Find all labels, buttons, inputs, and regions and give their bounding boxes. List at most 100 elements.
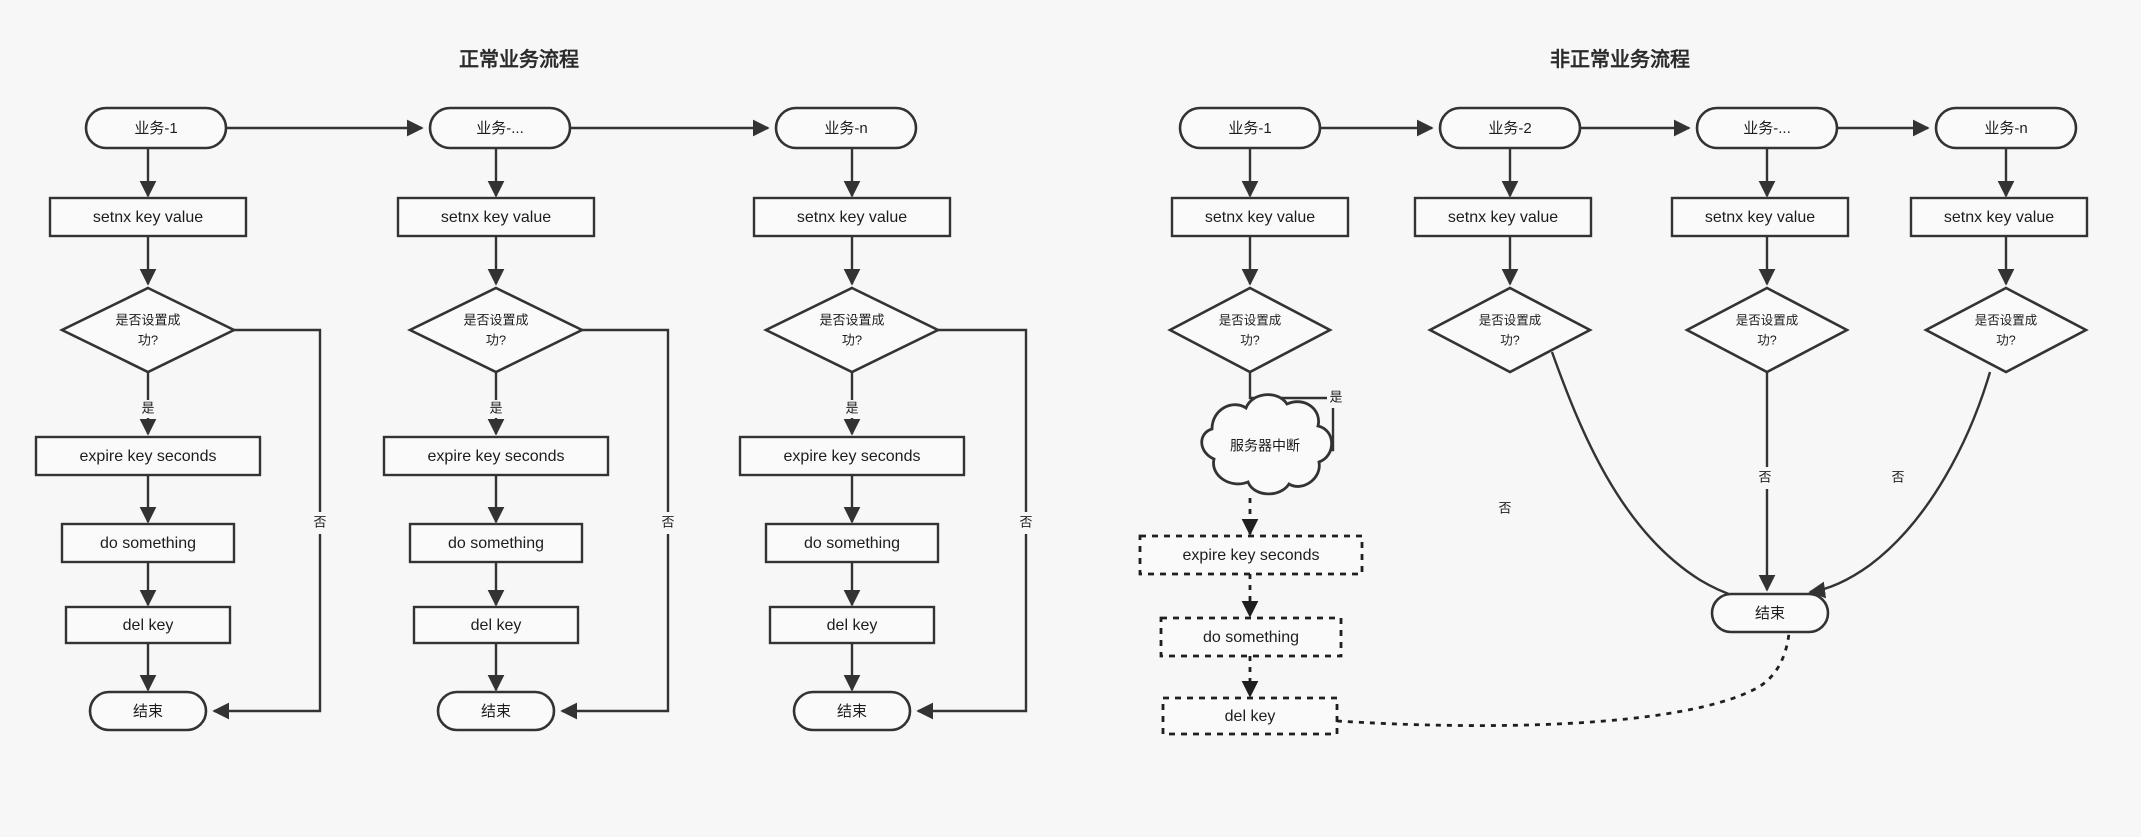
- node-server-down-cloud[interactable]: [1200, 393, 1334, 496]
- node-biz-n-right-label: 业务-n: [1984, 120, 2027, 137]
- edge-label-yes-l1: 是: [141, 400, 154, 415]
- node-decision-l3-label-1: 是否设置成: [819, 312, 884, 327]
- edge-label-no-l1: 否: [313, 514, 326, 529]
- node-delkey-l2[interactable]: [412, 605, 580, 645]
- edge-label-yes-l1-bg: [139, 400, 157, 418]
- node-decision-l3-label-2: 功?: [842, 332, 862, 347]
- node-biz-1-right-label: 业务-1: [1228, 120, 1271, 137]
- node-setnx-l1-label: setnx key value: [93, 209, 203, 226]
- node-decision-l2-label-1: 是否设置成: [463, 312, 528, 327]
- left-column-3: setnx key value 是否设置成 功? 是 expire key se…: [738, 148, 1035, 732]
- node-setnx-r4-label: setnx key value: [1944, 209, 2054, 226]
- node-biz-1-left-label: 业务-1: [134, 120, 177, 137]
- node-setnx-l2-label: setnx key value: [441, 209, 551, 226]
- node-delkey-l3[interactable]: [768, 605, 936, 645]
- right-end-node-group: 结束: [1710, 592, 1830, 634]
- node-end-l3[interactable]: [792, 690, 912, 732]
- node-expire-l1-label: expire key seconds: [80, 448, 217, 465]
- node-dosomething-r1-label: do something: [1203, 629, 1299, 646]
- edge-label-yes-l3: 是: [845, 400, 858, 415]
- edge-label-no-r3: 否: [1758, 469, 1771, 484]
- left-start-row: 业务-1 业务-... 业务-n: [84, 106, 918, 150]
- node-delkey-l3-label: del key: [827, 617, 878, 634]
- edge-label-no-r4-bg: [1889, 467, 1907, 489]
- node-delkey-l2-label: del key: [471, 617, 522, 634]
- edge-label-no-l2-bg: [659, 512, 677, 534]
- node-decision-r2-label-2: 功?: [1500, 333, 1520, 347]
- node-setnx-l3[interactable]: [752, 196, 952, 238]
- node-biz-dots-left-label: 业务-...: [476, 120, 524, 137]
- node-expire-l2-label: expire key seconds: [428, 448, 565, 465]
- node-decision-r3[interactable]: [1684, 286, 1850, 374]
- node-setnx-r1[interactable]: [1170, 196, 1350, 238]
- right-column-2: setnx key value 是否设置成 功? 否: [1413, 148, 1774, 611]
- right-column-4: setnx key value 是否设置成 功? 否: [1808, 148, 2089, 599]
- node-setnx-r1-label: setnx key value: [1205, 209, 1315, 226]
- node-expire-r1[interactable]: [1138, 534, 1364, 576]
- node-setnx-r2[interactable]: [1413, 196, 1593, 238]
- edge-decision-no-l1: [212, 328, 322, 720]
- node-server-down-label: 服务器中断: [1230, 438, 1300, 454]
- node-expire-r1-label: expire key seconds: [1183, 547, 1320, 564]
- node-decision-r2[interactable]: [1427, 286, 1593, 374]
- node-decision-l1-label-2: 功?: [138, 332, 158, 347]
- node-end-right-label: 结束: [1755, 605, 1785, 622]
- edge-label-yes-l3-bg: [843, 400, 861, 418]
- node-decision-r2-label-1: 是否设置成: [1479, 312, 1542, 327]
- panel-title-normal: 正常业务流程: [459, 47, 579, 71]
- edge-label-no-l1-bg: [311, 512, 329, 534]
- node-decision-r4[interactable]: [1923, 286, 2089, 374]
- node-dosomething-l2[interactable]: [408, 522, 584, 564]
- node-biz-n-left[interactable]: [774, 106, 918, 150]
- node-setnx-r3[interactable]: [1670, 196, 1850, 238]
- node-setnx-l1[interactable]: [48, 196, 248, 238]
- node-end-l2-label: 结束: [481, 703, 511, 720]
- node-delkey-r1[interactable]: [1161, 696, 1339, 736]
- right-column-1: setnx key value 是否设置成 功? 是 服务器中断 expire …: [1138, 148, 1799, 736]
- node-decision-r1-label-2: 功?: [1240, 333, 1260, 347]
- edge-label-no-l2: 否: [661, 514, 674, 529]
- node-biz-2-right-label: 业务-2: [1488, 120, 1531, 137]
- node-decision-r4-label-1: 是否设置成: [1975, 312, 2038, 327]
- node-decision-l1-label-1: 是否设置成: [115, 312, 180, 327]
- node-setnx-r3-label: setnx key value: [1705, 209, 1815, 226]
- edge-label-no-r3-bg: [1756, 467, 1774, 489]
- node-delkey-r1-label: del key: [1225, 708, 1276, 725]
- node-biz-n-left-label: 业务-n: [824, 120, 867, 137]
- right-column-3: setnx key value 是否设置成 功? 否: [1670, 148, 1850, 592]
- node-decision-l2[interactable]: [407, 286, 585, 374]
- node-decision-l1[interactable]: [59, 286, 237, 374]
- node-decision-r1-label-1: 是否设置成: [1219, 312, 1282, 327]
- edge-label-yes-r1: 是: [1329, 389, 1342, 404]
- edge-label-no-l3-bg: [1017, 512, 1035, 534]
- right-start-row: 业务-1 业务-2 业务-... 业务-n: [1178, 106, 2078, 150]
- node-end-l2[interactable]: [436, 690, 556, 732]
- node-decision-l3[interactable]: [763, 286, 941, 374]
- left-column-1: setnx key value 是否设置成 功? 是 expire key se…: [34, 148, 329, 732]
- node-setnx-l3-label: setnx key value: [797, 209, 907, 226]
- node-end-l1-label: 结束: [133, 703, 163, 720]
- node-setnx-r4[interactable]: [1909, 196, 2089, 238]
- edge-decision-no-r4: [1808, 371, 1992, 599]
- edge-decision-no-l3: [916, 328, 1028, 720]
- node-decision-r4-label-2: 功?: [1996, 333, 2016, 347]
- edge-decision-no-l2: [560, 328, 670, 720]
- node-decision-r1[interactable]: [1167, 286, 1333, 374]
- node-dosomething-l3-label: do something: [804, 535, 900, 552]
- edge-label-no-r2: 否: [1498, 500, 1511, 515]
- node-end-l1[interactable]: [88, 690, 208, 732]
- node-setnx-r2-label: setnx key value: [1448, 209, 1558, 226]
- edge-label-yes-l2: 是: [489, 400, 502, 415]
- node-end-l3-label: 结束: [837, 703, 867, 720]
- edge-decision-no-r2: [1550, 351, 1774, 611]
- panel-title-abnormal: 非正常业务流程: [1550, 47, 1690, 71]
- edge-delkey-to-end-dashed: [1336, 614, 1799, 727]
- node-dosomething-l1-label: do something: [100, 535, 196, 552]
- node-decision-r3-label-1: 是否设置成: [1736, 312, 1799, 327]
- node-end-right[interactable]: [1710, 592, 1830, 634]
- node-decision-l2-label-2: 功?: [486, 332, 506, 347]
- node-dosomething-r1[interactable]: [1159, 616, 1343, 658]
- edge-label-no-r2-bg: [1496, 498, 1514, 520]
